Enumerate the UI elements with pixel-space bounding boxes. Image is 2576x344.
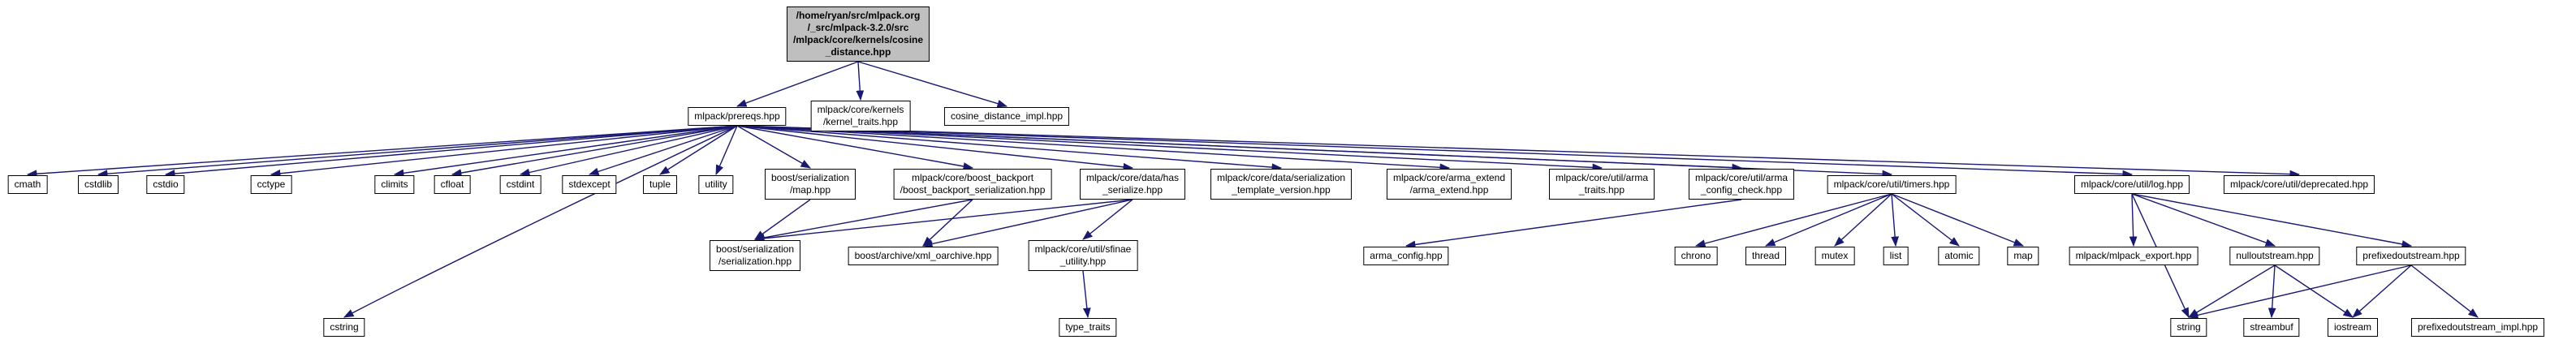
edge-prereqs-to-cfloat xyxy=(451,125,738,177)
node-ser_serialization: boost/serialization /serialization.hpp xyxy=(709,240,801,271)
edge-nulloutstream-to-streambuf xyxy=(2267,264,2276,319)
node-chrono: chrono xyxy=(1674,247,1718,265)
node-type_traits: type_traits xyxy=(1059,318,1117,337)
node-xml_oarchive: boost/archive/xml_oarchive.hpp xyxy=(848,247,999,265)
edge-sfinae-to-type_traits xyxy=(1082,270,1091,319)
edge-prereqs-to-has_serialize xyxy=(736,125,1134,171)
edge-prereqs-to-stdexcept xyxy=(588,125,738,176)
node-mlpack_export[interactable]: mlpack/mlpack_export.hpp xyxy=(2069,247,2198,265)
node-has_serialize[interactable]: mlpack/core/data/has _serialize.hpp xyxy=(1079,169,1186,200)
node-log[interactable]: mlpack/core/util/log.hpp xyxy=(2073,175,2190,194)
node-utility: utility xyxy=(698,175,734,194)
edge-prereqs-to-ser_template_version xyxy=(736,125,1283,171)
edge-nulloutstream-to-iostream xyxy=(2274,264,2354,318)
edge-has_serialize-to-xml_oarchive xyxy=(921,199,1133,248)
edge-nulloutstream-to-string xyxy=(2188,264,2276,318)
edge-prereqs-to-utility xyxy=(715,125,738,176)
edge-prereqs-to-climits xyxy=(393,125,738,178)
node-prefixedoutstream_impl[interactable]: prefixedoutstream_impl.hpp xyxy=(2410,318,2545,337)
node-arma_config[interactable]: arma_config.hpp xyxy=(1363,247,1449,265)
edge-prereqs-to-arma_traits xyxy=(736,125,1603,172)
edge-prereqs-to-tuple xyxy=(659,125,738,175)
node-boost_backport[interactable]: mlpack/core/boost_backport /boost_backpo… xyxy=(893,169,1052,200)
edge-prereqs-to-log xyxy=(736,125,2134,178)
node-root: /home/ryan/src/mlpack.org /_src/mlpack-3… xyxy=(786,6,930,62)
edge-prereqs-to-cstdio xyxy=(164,125,738,178)
edge-has_serialize-to-sfinae xyxy=(1082,199,1133,240)
edge-prereqs-to-arma_extend xyxy=(736,125,1451,172)
node-prereqs[interactable]: mlpack/prereqs.hpp xyxy=(688,107,787,126)
edge-timers-to-map xyxy=(1891,193,2025,247)
node-string: string xyxy=(2170,318,2207,337)
edge-has_serialize-to-ser_serialization xyxy=(753,199,1133,243)
edge-prereqs-to-cstdint xyxy=(519,125,738,177)
edge-timers-to-mutex xyxy=(1834,193,1892,247)
node-tuple: tuple xyxy=(642,175,678,194)
edge-prereqs-to-cmath xyxy=(26,125,738,178)
edge-boost_backport-to-xml_oarchive xyxy=(922,199,973,247)
edge-log-to-nulloutstream xyxy=(2131,193,2276,247)
node-ser_template_version[interactable]: mlpack/core/data/serialization _template… xyxy=(1210,169,1353,200)
node-atomic: atomic xyxy=(1938,247,1980,265)
node-map: map xyxy=(2007,247,2039,265)
edge-timers-to-atomic xyxy=(1891,193,1960,247)
edge-root-to-impl xyxy=(857,61,1008,108)
node-stdexcept: stdexcept xyxy=(562,175,617,194)
edge-prereqs-to-cctype xyxy=(270,125,738,178)
edge-timers-to-thread xyxy=(1764,193,1892,247)
node-cfloat: cfloat xyxy=(434,175,471,194)
edge-log-to-prefixedoutstream xyxy=(2131,193,2413,248)
edge-prereqs-to-ser_map xyxy=(736,125,811,169)
node-arma_extend[interactable]: mlpack/core/arma_extend /arma_extend.hpp xyxy=(1386,169,1512,200)
edge-root-to-kernel_traits xyxy=(856,61,865,101)
edge-log-to-mlpack_export xyxy=(2129,193,2138,247)
node-mutex: mutex xyxy=(1814,247,1855,265)
edge-prefixedoutstream-to-prefixedoutstream_impl xyxy=(2410,264,2479,318)
edge-arma_config_check-to-arma_config xyxy=(1405,199,1742,249)
edge-prereqs-to-boost_backport xyxy=(736,125,974,170)
node-kernel_traits[interactable]: mlpack/core/kernels /kernel_traits.hpp xyxy=(810,101,911,131)
edge-timers-to-list xyxy=(1891,193,1899,247)
edge-prereqs-to-timers xyxy=(736,125,1893,178)
node-timers[interactable]: mlpack/core/util/timers.hpp xyxy=(1827,175,1957,194)
node-cctype: cctype xyxy=(250,175,292,194)
node-arma_config_check[interactable]: mlpack/core/util/arma _config_check.hpp xyxy=(1688,169,1795,200)
node-list: list xyxy=(1883,247,1909,265)
edge-root-to-prereqs xyxy=(736,61,859,107)
node-arma_traits[interactable]: mlpack/core/util/arma _traits.hpp xyxy=(1548,169,1655,200)
node-cmath: cmath xyxy=(7,175,48,194)
edge-boost_backport-to-ser_serialization xyxy=(753,199,973,242)
edge-prefixedoutstream-to-iostream xyxy=(2352,264,2412,318)
node-impl[interactable]: cosine_distance_impl.hpp xyxy=(943,107,1070,126)
node-nulloutstream[interactable]: nulloutstream.hpp xyxy=(2229,247,2320,265)
node-cstdio: cstdio xyxy=(146,175,185,194)
node-deprecated[interactable]: mlpack/core/util/deprecated.hpp xyxy=(2223,175,2375,194)
node-sfinae[interactable]: mlpack/core/util/sfinae _utility.hpp xyxy=(1028,240,1138,271)
edge-prereqs-to-cstdlib xyxy=(97,125,738,178)
edge-ser_map-to-ser_serialization xyxy=(754,199,811,240)
node-climits: climits xyxy=(374,175,415,194)
edge-prereqs-to-cstring xyxy=(343,125,738,318)
node-prefixedoutstream[interactable]: prefixedoutstream.hpp xyxy=(2356,247,2466,265)
node-thread: thread xyxy=(1745,247,1787,265)
node-iostream: iostream xyxy=(2327,318,2379,337)
edge-prefixedoutstream-to-string xyxy=(2187,264,2412,320)
edge-prereqs-to-deprecated xyxy=(736,125,2301,178)
node-cstdint: cstdint xyxy=(499,175,542,194)
edge-timers-to-chrono xyxy=(1694,193,1892,247)
node-streambuf: streambuf xyxy=(2243,318,2300,337)
node-ser_map: boost/serialization /map.hpp xyxy=(764,169,857,200)
node-cstring: cstring xyxy=(323,318,365,337)
node-cstdlib: cstdlib xyxy=(77,175,119,194)
